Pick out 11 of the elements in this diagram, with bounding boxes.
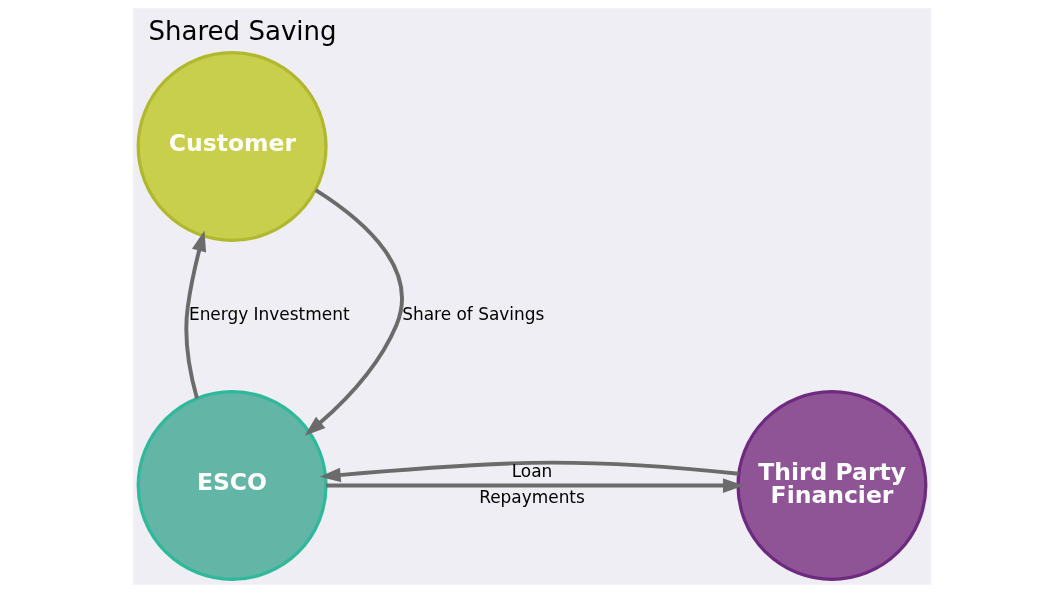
- node-circle: Third Party Financier: [736, 390, 928, 582]
- arrow: [184, 230, 207, 399]
- diagram-title: Shared Saving: [148, 15, 337, 46]
- edge-label: Repayments: [479, 487, 585, 508]
- arrow: [319, 460, 739, 483]
- edge-label: Share of Savings: [402, 304, 545, 325]
- edge-label: Energy Investment: [188, 304, 350, 325]
- edge-label: Loan: [511, 460, 553, 481]
- node-circle: Customer: [136, 51, 328, 243]
- arrow: [304, 188, 404, 436]
- arrow: [326, 478, 744, 493]
